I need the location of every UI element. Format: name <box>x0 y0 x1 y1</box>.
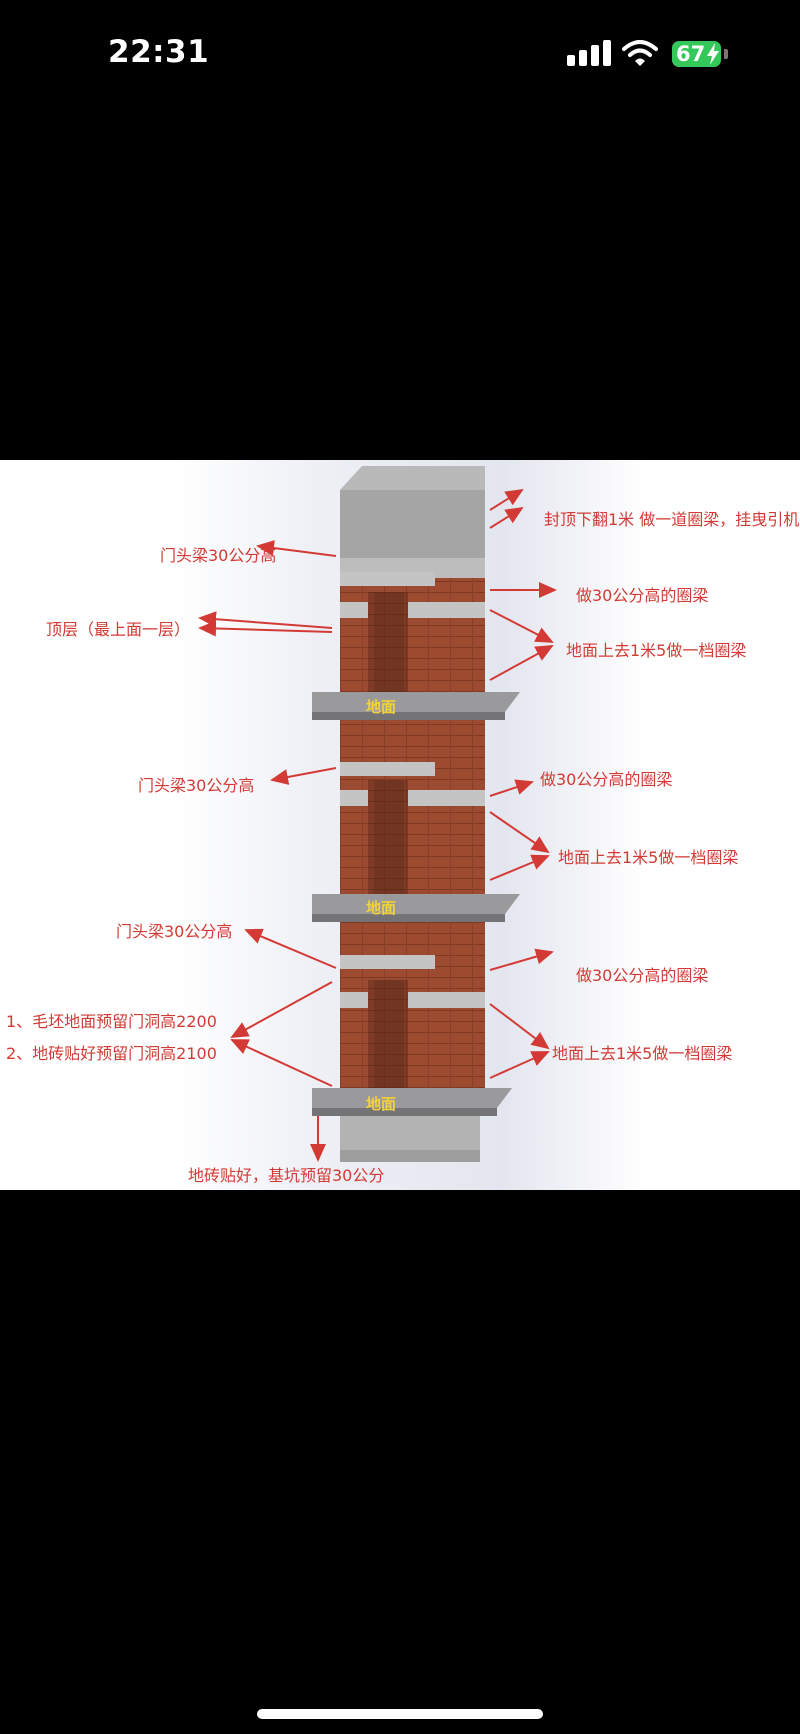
label-mid-door-beam: 门头梁30公分高 <box>138 776 255 795</box>
slab-middle <box>312 894 520 922</box>
label-bot-door-beam: 门头梁30公分高 <box>116 922 233 941</box>
slab-bottom <box>312 1088 512 1116</box>
label-bot-every-ring: 地面上去1米5做一档圈梁 <box>552 1044 733 1063</box>
label-top-ring-beam: 做30公分高的圈梁 <box>576 586 709 605</box>
label-mid-every-ring: 地面上去1米5做一档圈梁 <box>558 848 739 867</box>
elevator-shaft-diagram: 地面 地面 地面 封顶下翻1米 做一道圈梁，挂曳引机 门头梁30公分高 做30公… <box>0 460 800 1190</box>
annotation-arrows <box>198 488 557 1162</box>
floor-tag-bottom: 地面 <box>366 1095 397 1113</box>
battery-level: 67 <box>676 42 706 66</box>
floor-tag-middle: 地面 <box>366 899 397 917</box>
wifi-icon <box>622 40 658 66</box>
diagram-drawing <box>175 460 645 1190</box>
label-top-every-ring: 地面上去1米5做一档圈梁 <box>566 641 747 660</box>
label-bot-note-1: 1、毛坯地面预留门洞高2200 <box>6 1012 217 1031</box>
label-top-cap: 封顶下翻1米 做一道圈梁，挂曳引机 <box>544 510 800 529</box>
label-top-floor: 顶层（最上面一层） <box>46 620 191 639</box>
home-indicator[interactable] <box>257 1709 543 1719</box>
label-top-door-beam: 门头梁30公分高 <box>160 546 277 565</box>
label-mid-ring-beam: 做30公分高的圈梁 <box>540 770 673 789</box>
charging-bolt-icon <box>707 43 719 65</box>
pit-base <box>340 1116 480 1162</box>
label-pit: 地砖贴好，基坑预留30公分 <box>188 1166 385 1185</box>
floor-tag-top: 地面 <box>366 698 397 716</box>
top-cap-block <box>340 466 485 578</box>
label-bot-note-2: 2、地砖贴好预留门洞高2100 <box>6 1044 217 1063</box>
status-bar: 22:31 67 <box>0 0 800 110</box>
floor-middle <box>340 720 485 910</box>
signal-icon <box>567 40 611 66</box>
status-time: 22:31 <box>108 34 210 70</box>
label-bot-ring-beam: 做30公分高的圈梁 <box>576 966 709 985</box>
slab-top <box>312 692 520 720</box>
floor-bottom <box>340 922 485 1104</box>
battery-tip <box>724 49 728 59</box>
